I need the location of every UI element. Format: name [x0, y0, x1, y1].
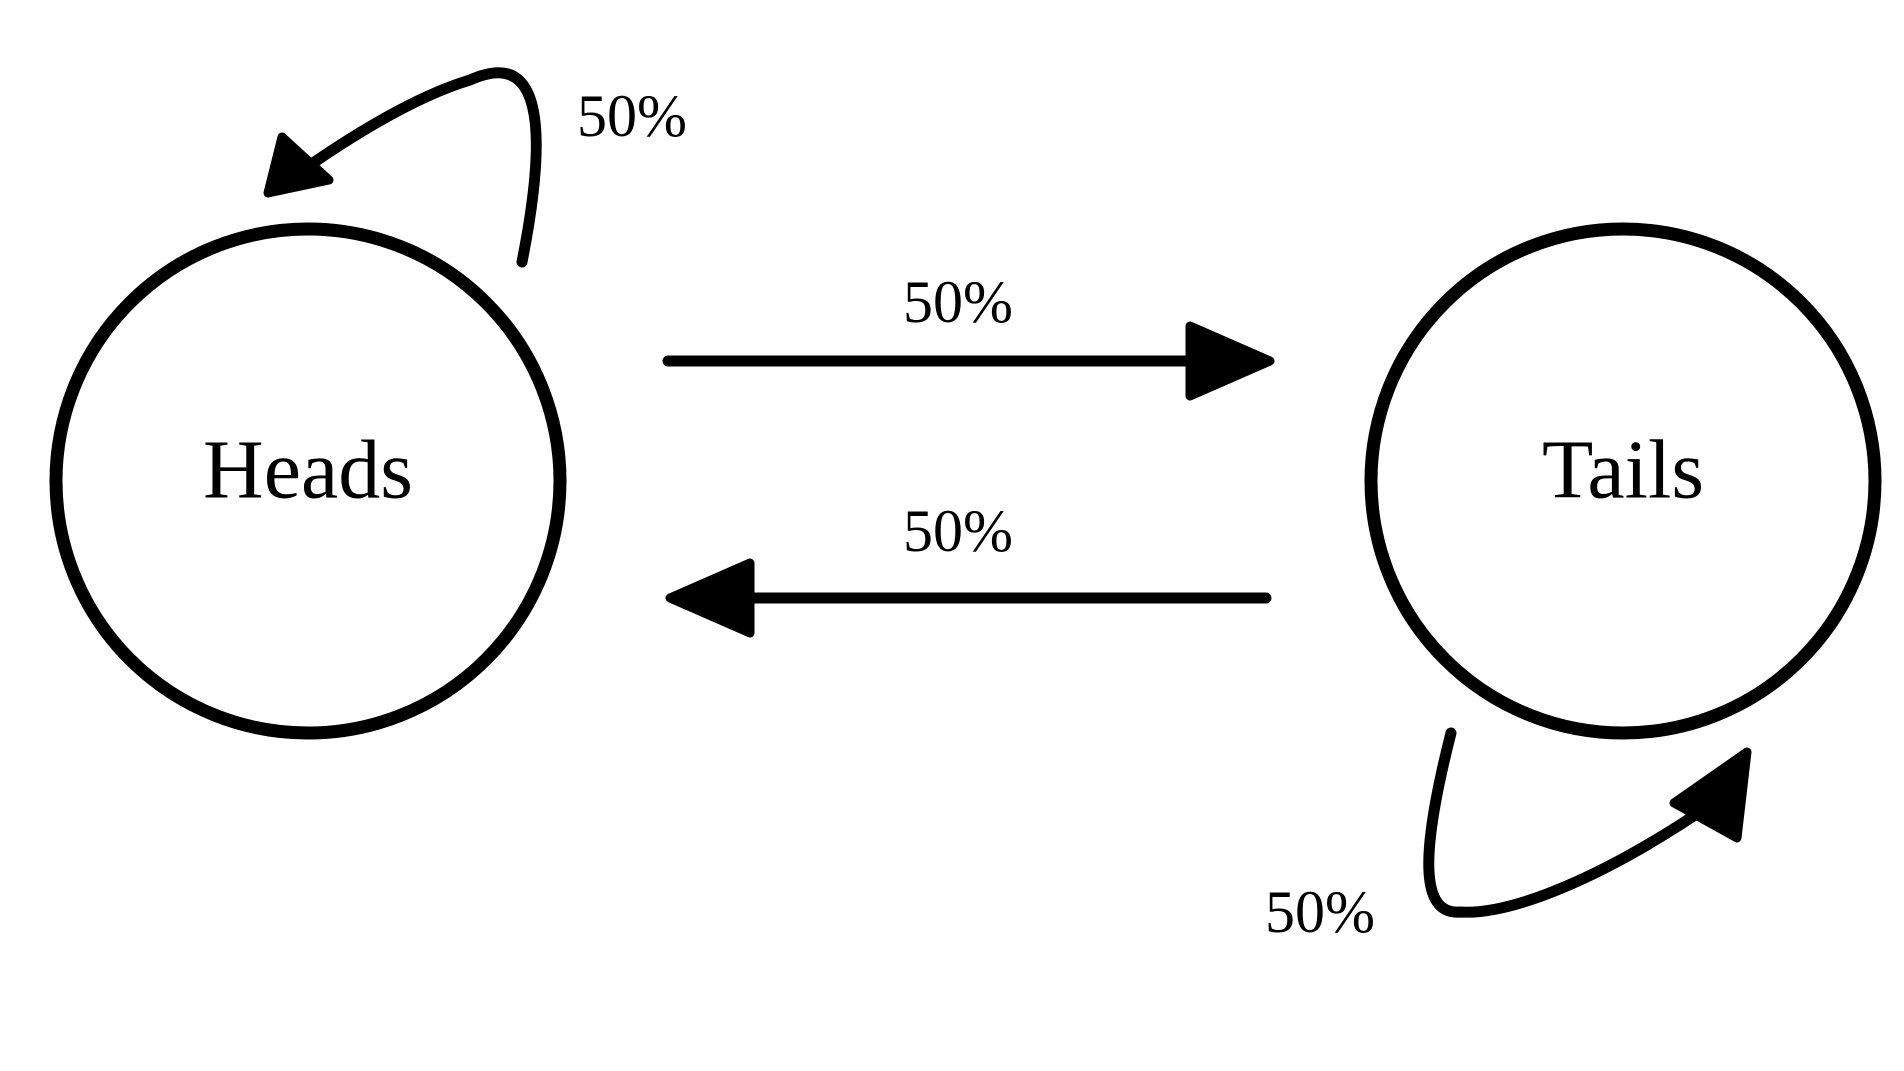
- transition-heads-to-heads-arrowhead: [263, 132, 334, 198]
- state-tails-label: Tails: [1542, 423, 1704, 516]
- transition-heads-to-tails-label: 50%: [903, 269, 1013, 335]
- transition-tails-to-heads-label: 50%: [903, 498, 1013, 564]
- transition-tails-to-tails-line: [1423, 727, 1716, 918]
- state-heads-circle: [49, 222, 567, 740]
- state-heads-label: Heads: [203, 423, 413, 516]
- transition-tails-to-tails-label: 50%: [1265, 879, 1375, 945]
- transition-tails-to-heads: 50%: [665, 498, 1272, 638]
- transition-heads-to-heads: 50%: [263, 67, 687, 268]
- transition-tails-to-tails: 50%: [1265, 727, 1752, 945]
- state-heads: Heads: [49, 222, 567, 740]
- transition-heads-to-heads-label: 50%: [577, 83, 687, 149]
- transition-heads-to-tails-arrowhead: [1185, 321, 1275, 401]
- transition-tails-to-tails-arrowhead: [1669, 747, 1752, 843]
- transition-heads-to-heads-line: [294, 67, 542, 268]
- transition-tails-to-heads-arrowhead: [665, 558, 755, 638]
- state-tails-circle: [1364, 222, 1882, 740]
- transition-heads-to-tails: 50%: [662, 269, 1275, 401]
- state-tails: Tails: [1364, 222, 1882, 740]
